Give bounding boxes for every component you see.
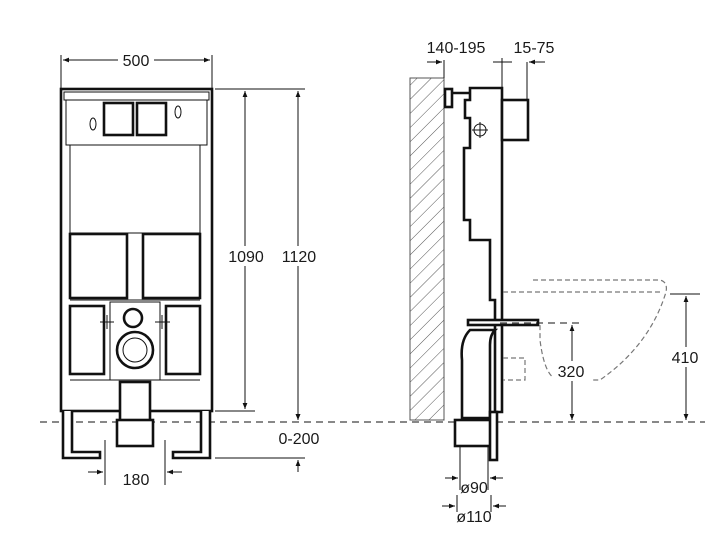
inner-diameter-label: ø90 (460, 480, 488, 497)
pipe-height-label: 320 (558, 364, 585, 381)
outer-diameter-label: ø110 (456, 509, 491, 526)
side-view (409, 58, 700, 512)
wall-distance-label: 140-195 (427, 40, 486, 57)
front-view (59, 55, 305, 485)
wall (409, 77, 445, 421)
flush-button-right (135, 101, 168, 137)
cistern (69, 144, 201, 234)
pipe-spacing-label: 180 (123, 472, 150, 489)
width-label: 500 (123, 53, 150, 70)
frame-height-label: 1090 (228, 249, 264, 266)
total-height-label: 1120 (282, 249, 317, 266)
floor-adjust-label: 0-200 (279, 431, 320, 448)
front-depth-label: 15-75 (514, 40, 555, 57)
bowl-height-label: 410 (672, 350, 699, 367)
flush-button-left (102, 101, 135, 137)
drain-pipe (115, 418, 155, 448)
